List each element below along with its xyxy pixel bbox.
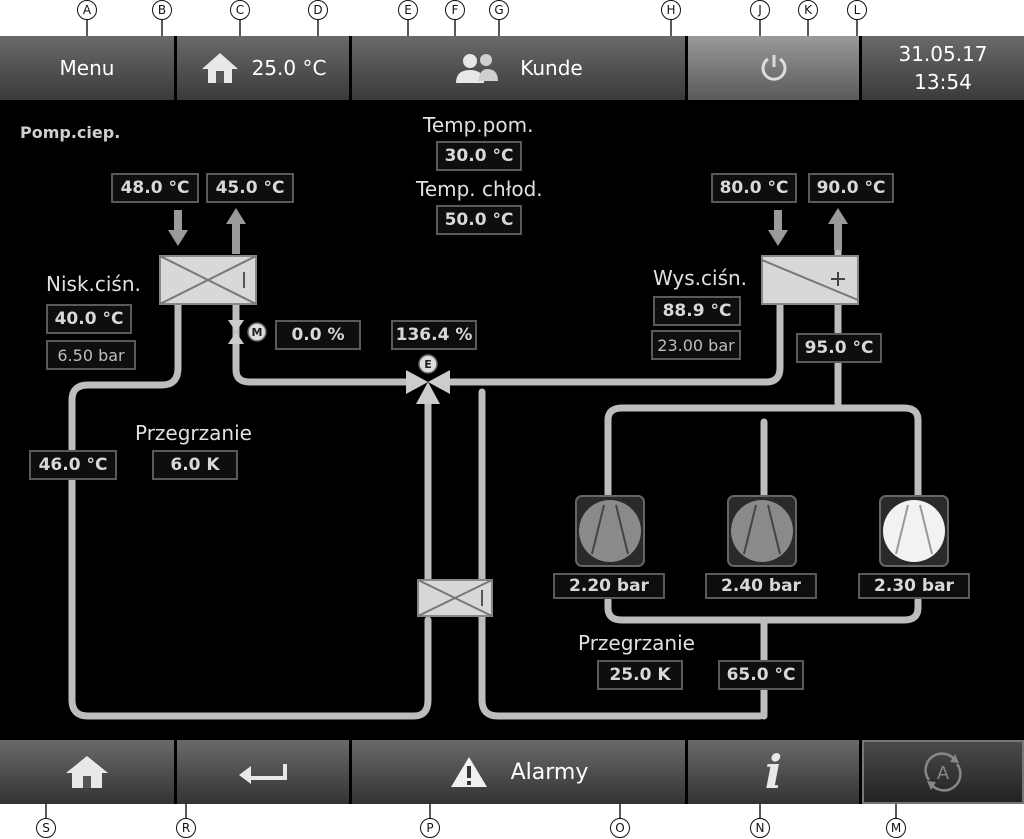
callout-s: S <box>36 818 56 838</box>
low-pressure-temperature: 40.0 °C <box>46 304 132 334</box>
condenser-heat-exchanger-icon <box>761 255 859 305</box>
evaporator-outlet-temperature: 45.0 °C <box>206 173 294 203</box>
superheat-label-2: Przegrzanie <box>578 631 695 655</box>
top-bar: Menu 25.0 °C Kunde 31.05.17 <box>0 36 1024 100</box>
refrigerant-circuit-diagram: M E <box>68 208 949 720</box>
callout-k: K <box>798 0 818 20</box>
power-icon <box>761 55 786 81</box>
compressor-1-pressure: 2.20 bar <box>553 573 665 599</box>
auto-mode-button[interactable]: A <box>862 740 1024 804</box>
info-icon: i <box>764 745 783 799</box>
compressor-3-pressure: 2.30 bar <box>858 573 970 599</box>
discharge-temperature: 95.0 °C <box>796 333 882 363</box>
coolant-temperature-value: 50.0 °C <box>436 205 522 235</box>
svg-text:A: A <box>937 763 950 784</box>
expansion-valve-icon: M <box>228 320 267 344</box>
evaporator-inlet-temperature: 48.0 °C <box>111 173 199 203</box>
compressor-2-pressure: 2.40 bar <box>705 573 817 599</box>
liquid-line-temperature: 65.0 °C <box>718 660 804 690</box>
auto-mode-icon: A <box>924 752 962 792</box>
back-arrow-icon <box>239 764 287 784</box>
evaporator-heat-exchanger-icon <box>159 255 257 305</box>
menu-button[interactable]: Menu <box>0 36 177 100</box>
compressor-2-icon <box>727 495 797 567</box>
callout-c: C <box>230 0 250 20</box>
callout-n: N <box>750 818 770 838</box>
superheat-value-2: 25.0 K <box>597 660 683 690</box>
callout-h: H <box>661 0 681 20</box>
callout-p: P <box>420 818 440 838</box>
callout-g: G <box>489 0 509 20</box>
condenser-inlet-temperature: 80.0 °C <box>711 173 797 203</box>
condenser-outlet-temperature: 90.0 °C <box>808 173 894 203</box>
back-button[interactable] <box>177 740 352 804</box>
compressor-1-icon <box>575 495 645 567</box>
high-pressure-label: Wys.ciśn. <box>653 266 748 290</box>
three-way-valve-icon: E <box>406 354 450 404</box>
expansion-valve-opening: 0.0 % <box>275 320 361 350</box>
user-button[interactable]: Kunde <box>352 36 688 100</box>
callout-o: O <box>610 818 630 838</box>
user-label: Kunde <box>520 56 583 80</box>
warning-icon <box>450 757 487 787</box>
svg-text:E: E <box>424 358 432 371</box>
home-icon <box>66 756 108 788</box>
home-temperature-value: 25.0 °C <box>251 56 327 80</box>
compressor-3-icon <box>879 495 949 567</box>
high-pressure-value: 23.00 bar <box>651 330 741 360</box>
coolant-temperature-label: Temp. chłod. <box>416 177 543 201</box>
room-temperature-label: Temp.pom. <box>423 113 534 137</box>
date-value: 31.05.17 <box>898 42 988 66</box>
home-temperature-button[interactable]: 25.0 °C <box>177 36 352 100</box>
house-icon <box>201 53 238 83</box>
subcooler-heat-exchanger-icon <box>417 579 493 617</box>
heat-pump-title: Pomp.ciep. <box>20 123 121 142</box>
callout-a: A <box>77 0 97 20</box>
menu-button-label: Menu <box>59 56 115 80</box>
alarms-button[interactable]: Alarmy <box>352 740 688 804</box>
superheat-value-1: 6.0 K <box>152 450 238 480</box>
low-pressure-value: 6.50 bar <box>46 340 136 370</box>
users-icon <box>456 54 499 83</box>
callout-r: R <box>176 818 196 838</box>
datetime-display: 31.05.17 13:54 <box>862 36 1024 100</box>
low-pressure-label: Nisk.ciśn. <box>46 272 141 296</box>
callout-m: M <box>886 818 906 838</box>
callout-f: F <box>445 0 465 20</box>
callout-j: J <box>750 0 770 20</box>
info-button[interactable]: i <box>688 740 862 804</box>
superheat-label-1: Przegrzanie <box>135 421 252 445</box>
bottom-bar: Alarmy i A <box>0 740 1024 804</box>
alarms-label: Alarmy <box>510 759 589 785</box>
high-pressure-temperature: 88.9 °C <box>653 296 741 326</box>
controller-screen: Menu 25.0 °C Kunde 31.05.17 <box>0 36 1024 804</box>
home-button[interactable] <box>0 740 177 804</box>
callout-e: E <box>398 0 418 20</box>
suction-temperature: 46.0 °C <box>29 450 117 480</box>
callout-b: B <box>152 0 172 20</box>
room-temperature-value: 30.0 °C <box>436 141 522 171</box>
callout-l: L <box>847 0 867 20</box>
callout-d: D <box>308 0 328 20</box>
three-way-valve-position: 136.4 % <box>391 320 477 350</box>
power-button[interactable] <box>688 36 862 100</box>
svg-text:M: M <box>252 326 263 339</box>
time-value: 13:54 <box>914 70 972 94</box>
